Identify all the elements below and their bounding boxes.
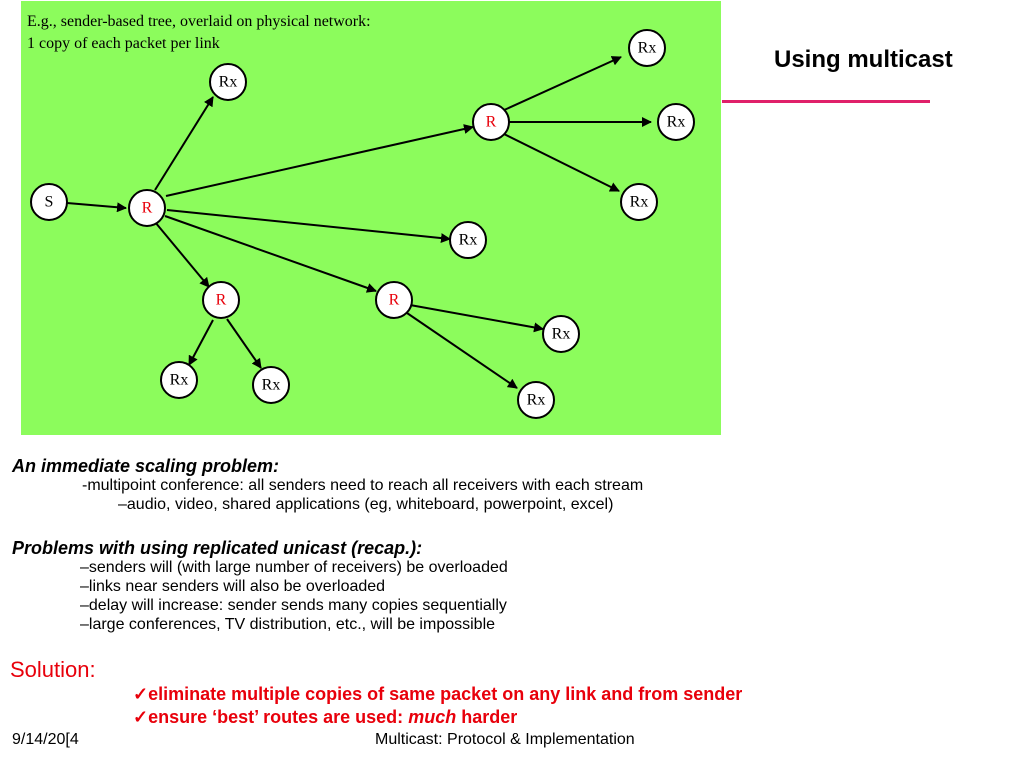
section2-item-2: –links near senders will also be overloa… [80,578,386,595]
node-sender-label: S [45,194,54,211]
link-r1-r3 [154,221,210,288]
node-rx-1-label: Rx [219,74,238,91]
node-rx-2-circle [628,29,666,67]
node-rx-9-label: Rx [527,392,546,409]
solution-item-2: ✓ensure ‘best’ routes are used: much har… [133,707,517,728]
diagram-caption: E.g., sender-based tree, overlaid on phy… [27,11,371,55]
slide-title: Using multicast [774,46,953,73]
link-s-r1 [66,202,127,213]
node-sender-circle [30,183,68,221]
section2-item-4: –large conferences, TV distribution, etc… [80,616,496,633]
multicast-tree-diagram: S R Rx R Rx Rx Rx Rx R R Rx Rx Rx Rx E.g… [21,1,721,435]
node-router-2-circle [472,103,510,141]
node-router-4-circle [375,281,413,319]
node-rx-3-label: Rx [667,114,686,131]
caption-line-2: 1 copy of each packet per link [27,35,220,52]
solution-item-1: ✓eliminate multiple copies of same packe… [133,684,743,704]
section1-line1: -multipoint conference: all senders need… [82,477,644,494]
link-r1-rx1 [154,96,214,191]
solution-item-2-emphasis: much [408,707,457,727]
node-rx-5-label: Rx [459,232,478,249]
link-r1-r2 [165,124,474,197]
section2-item-1: –senders will (with large number of rece… [80,559,508,576]
link-r2-rx4 [501,132,620,192]
node-rx-7-circle [252,366,290,404]
node-rx-4-circle [620,183,658,221]
solution-label: Solution: [10,657,96,682]
node-router-2-label: R [486,114,497,131]
section2-heading: Problems with using replicated unicast (… [12,538,423,558]
node-router-3-label: R [216,292,227,309]
node-rx-7-label: Rx [262,377,281,394]
node-router-3-circle [202,281,240,319]
caption-line-1: E.g., sender-based tree, overlaid on phy… [27,13,371,30]
link-r1-r4 [164,215,377,293]
node-rx-1-circle [209,63,247,101]
section1-heading: An immediate scaling problem: [12,456,280,476]
solution-item-2-prefix: ✓ensure ‘best’ routes are used: [133,707,409,727]
link-r3-rx7 [226,318,262,369]
node-rx-9-circle [517,381,555,419]
link-r2-rx2 [501,56,622,112]
solution-item-2-suffix: harder [456,707,518,727]
node-rx-4-label: Rx [630,194,649,211]
tree-links [66,56,652,389]
link-r1-rx5 [166,209,451,244]
node-rx-8-label: Rx [552,326,571,343]
node-rx-5-circle [449,221,487,259]
node-router-1-label: R [142,200,153,217]
link-r4-rx9 [406,312,518,389]
node-rx-3-circle [657,103,695,141]
link-r3-rx6 [188,319,214,366]
node-rx-8-circle [542,315,580,353]
node-rx-6-label: Rx [170,372,189,389]
node-router-4-label: R [389,292,400,309]
footer-date: 9/14/20[4 [12,731,79,748]
title-underline [722,100,930,103]
section1-line2: –audio, video, shared applications (eg, … [118,496,614,513]
section2-item-3: –delay will increase: sender sends many … [80,597,507,614]
footer-title: Multicast: Protocol & Implementation [375,731,635,748]
node-router-1-circle [128,189,166,227]
node-rx-2-label: Rx [638,40,657,57]
tree-svg: S R Rx R Rx Rx Rx Rx R R Rx Rx Rx Rx [30,29,695,419]
tree-nodes [30,29,695,419]
link-r4-rx8 [409,304,544,333]
node-rx-6-circle [160,361,198,399]
